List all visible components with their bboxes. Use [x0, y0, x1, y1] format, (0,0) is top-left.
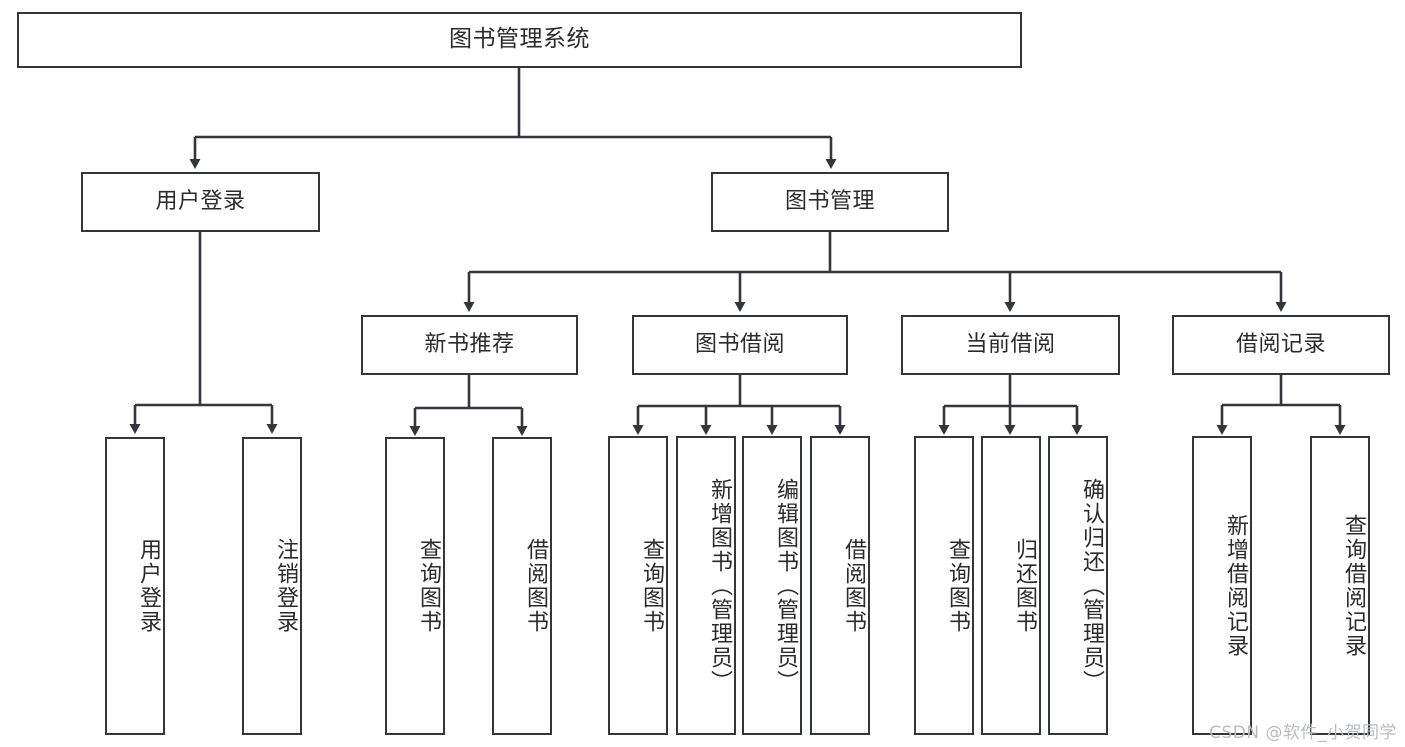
leaf-current-return-book[interactable]: 归还图书: [981, 436, 1041, 735]
leaf-borrow-borrow-book[interactable]: 借阅图书: [810, 436, 870, 735]
node-root-label: 图书管理系统: [449, 26, 590, 53]
leaf-label: 用户登录: [136, 538, 161, 634]
leaf-label: 注销登录: [273, 538, 298, 634]
node-book-manage[interactable]: 图书管理: [711, 172, 949, 232]
node-book-borrow-label: 图书借阅: [694, 331, 785, 357]
watermark: CSDN @软件_小贺同学: [1209, 723, 1397, 743]
leaf-label: 查询图书: [416, 538, 441, 634]
node-book-borrow[interactable]: 图书借阅: [632, 315, 848, 375]
leaf-current-confirm-return[interactable]: 确认归还（管理员）: [1048, 436, 1108, 735]
node-user-login[interactable]: 用户登录: [81, 172, 320, 232]
leaf-label: 归还图书: [1012, 537, 1037, 634]
leaf-label: 借阅图书: [841, 537, 866, 634]
node-book-manage-label: 图书管理: [784, 188, 875, 214]
leaf-label: 确认归还（管理员）: [1079, 477, 1104, 694]
leaf-label: 新增借阅记录: [1223, 513, 1248, 658]
leaf-borrow-add-book[interactable]: 新增图书（管理员）: [676, 436, 736, 735]
leaf-label: 查询图书: [639, 537, 664, 634]
leaf-borrow-edit-book[interactable]: 编辑图书（管理员）: [742, 436, 802, 735]
leaf-label: 借阅图书: [523, 538, 548, 634]
node-user-login-label: 用户登录: [155, 188, 246, 214]
node-current-borrow[interactable]: 当前借阅: [901, 315, 1120, 375]
leaf-current-query-book[interactable]: 查询图书: [914, 436, 974, 735]
leaf-label: 编辑图书（管理员）: [773, 477, 798, 694]
leaf-record-add[interactable]: 新增借阅记录: [1192, 436, 1252, 735]
leaf-user-login-logout[interactable]: 注销登录: [242, 437, 302, 735]
leaf-borrow-query-book[interactable]: 查询图书: [608, 436, 668, 735]
node-new-book-recommend-label: 新书推荐: [424, 331, 515, 357]
leaf-label: 新增图书（管理员）: [707, 477, 732, 694]
node-new-book-recommend[interactable]: 新书推荐: [361, 315, 578, 375]
leaf-user-login-login[interactable]: 用户登录: [105, 437, 165, 735]
leaf-label: 查询图书: [945, 537, 970, 634]
leaf-new-book-borrow[interactable]: 借阅图书: [492, 437, 552, 735]
node-borrow-record-label: 借阅记录: [1235, 331, 1326, 357]
leaf-record-query[interactable]: 查询借阅记录: [1310, 436, 1370, 735]
node-root[interactable]: 图书管理系统: [17, 12, 1022, 68]
leaf-new-book-query[interactable]: 查询图书: [385, 437, 445, 735]
node-current-borrow-label: 当前借阅: [965, 331, 1056, 357]
node-borrow-record[interactable]: 借阅记录: [1172, 315, 1390, 375]
leaf-label: 查询借阅记录: [1341, 513, 1366, 658]
